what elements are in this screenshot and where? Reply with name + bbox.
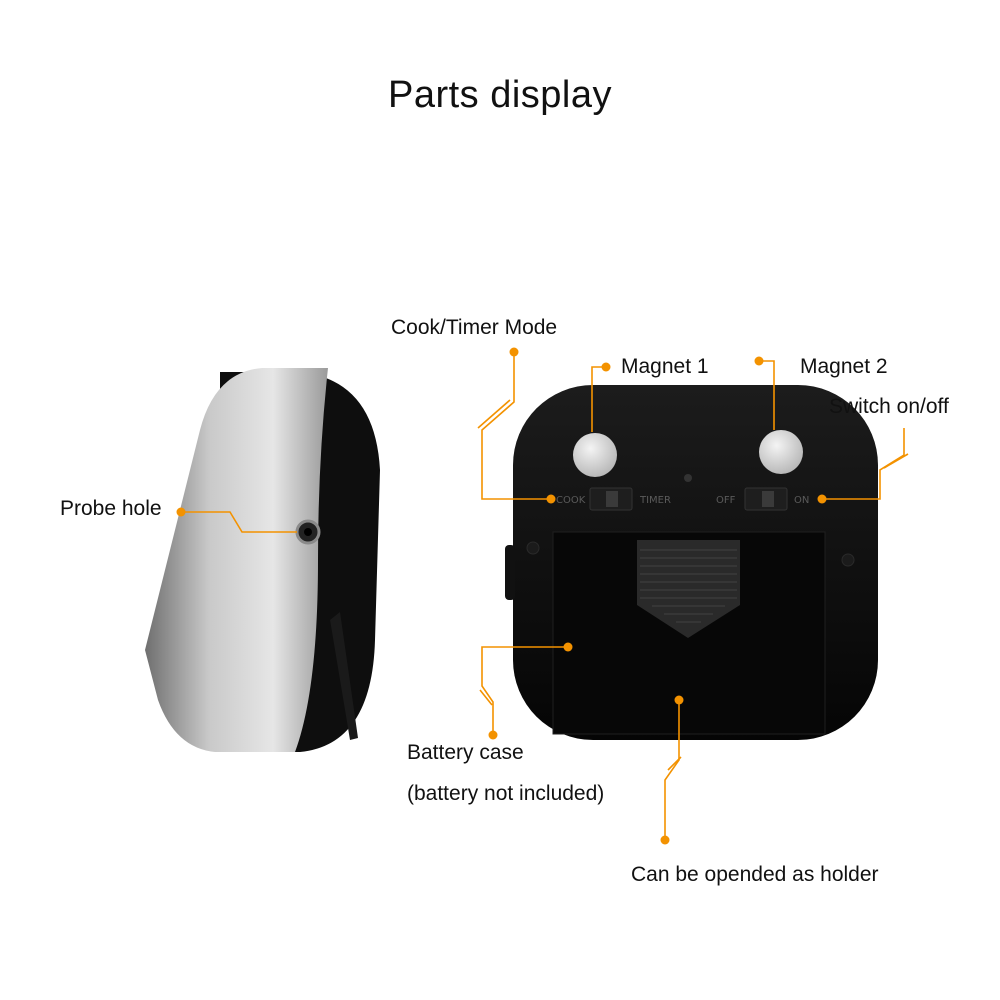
on-marking: ON [794, 495, 809, 506]
callout-lines [181, 352, 909, 840]
device-side-view [145, 368, 380, 752]
label-switch-on-off: Switch on/off [829, 395, 949, 418]
label-probe-hole: Probe hole [60, 497, 162, 520]
label-magnet-2: Magnet 2 [800, 355, 888, 378]
magnet-1-disc [573, 433, 617, 477]
timer-marking: TIMER [639, 495, 671, 506]
side-silver-face [145, 368, 328, 752]
label-battery-case: Battery case [407, 741, 524, 764]
side-stand [330, 612, 358, 740]
off-marking: OFF [716, 495, 736, 506]
battery-latch [637, 540, 740, 638]
cook-marking: COOK [556, 495, 586, 506]
magnet-2-disc [759, 430, 803, 474]
label-holder: Can be opended as holder [631, 863, 879, 886]
callout-dots [176, 347, 827, 845]
page-title: Parts display [387, 74, 613, 116]
label-cook-timer-mode: Cook/Timer Mode [391, 316, 558, 339]
device-back-view: COOK TIMER OFF ON [505, 385, 878, 740]
label-battery-note: (battery not included) [407, 782, 605, 805]
label-magnet-1: Magnet 1 [621, 355, 709, 378]
